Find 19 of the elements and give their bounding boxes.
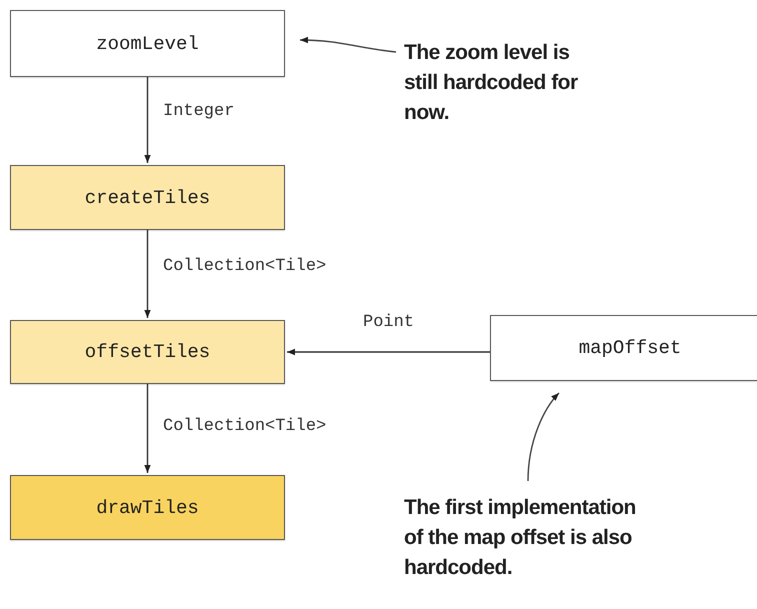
arrow [287,348,490,356]
annotation-text: The first implementation of the map offset is also hardcoded. [404,495,637,581]
leader-line [300,36,396,53]
function-box [10,165,285,230]
box-label: mapOffset [578,337,682,359]
function-box [10,475,285,540]
box-label: createTiles [84,186,210,208]
annotation-text: The zoom level is still hardcoded for now. [404,40,579,126]
leader-line [527,392,560,482]
box-label: drawTiles [96,496,199,518]
edge-label: Integer [162,102,236,121]
arrow [144,230,151,318]
function-box [10,10,285,77]
box-label: offsetTiles [84,341,210,363]
function-box [10,320,285,384]
box-label: zoomLevel [96,32,199,54]
arrow [144,384,151,473]
function-box [490,315,757,381]
arrow [144,77,151,163]
